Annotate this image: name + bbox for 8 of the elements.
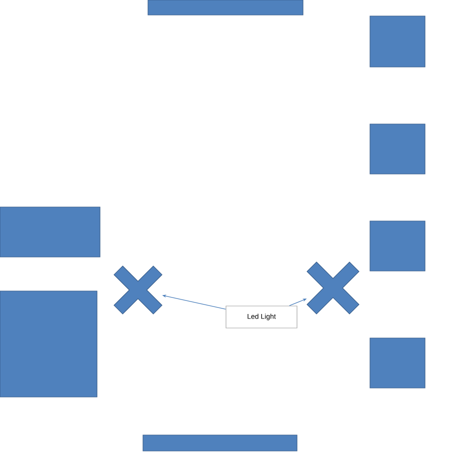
filled-bar — [142, 434, 298, 452]
filled-rectangle — [370, 338, 426, 388]
cross-shape — [114, 266, 162, 314]
filled-rectangle — [370, 16, 426, 68]
filled-rectangle — [370, 124, 426, 174]
filled-rectangle — [370, 220, 426, 272]
cross-shape — [306, 262, 360, 314]
filled-bar — [148, 0, 304, 16]
